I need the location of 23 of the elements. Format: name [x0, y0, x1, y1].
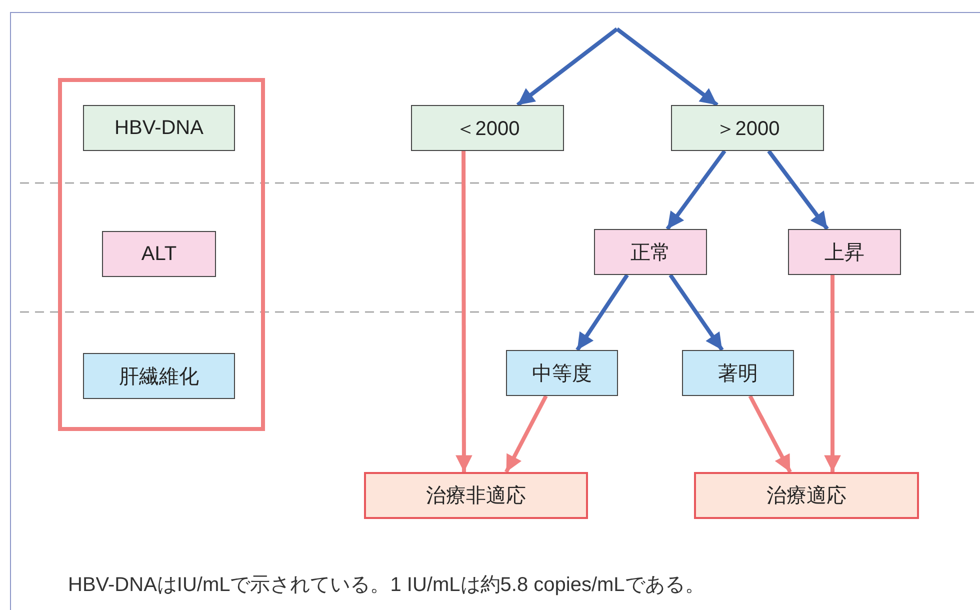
- legend-frame: [58, 78, 265, 431]
- category-box: 中等度: [506, 350, 618, 396]
- category-box: 上昇: [788, 229, 901, 275]
- arrow: [668, 274, 724, 352]
- result-box: 治療非適応: [364, 472, 588, 519]
- arrow: [456, 151, 472, 472]
- arrow: [504, 395, 548, 473]
- category-box: ＜2000: [411, 105, 564, 151]
- category-box: 正常: [594, 229, 707, 275]
- arrow: [576, 274, 629, 352]
- arrow: [666, 150, 726, 230]
- arrow: [824, 275, 841, 472]
- category-box: ALT: [102, 231, 216, 277]
- category-box: 著明: [682, 350, 794, 396]
- arrow: [748, 395, 792, 473]
- category-box: HBV-DNA: [83, 105, 235, 151]
- category-box: ＞2000: [671, 105, 824, 151]
- category-box: 肝繊維化: [83, 353, 235, 399]
- arrow: [516, 27, 618, 107]
- result-box: 治療適応: [694, 472, 919, 519]
- footnote: HBV-DNAはIU/mLで示されている。1 IU/mLは約5.8 copies/mLである。: [68, 573, 705, 598]
- arrow: [767, 150, 829, 230]
- arrow: [616, 27, 718, 107]
